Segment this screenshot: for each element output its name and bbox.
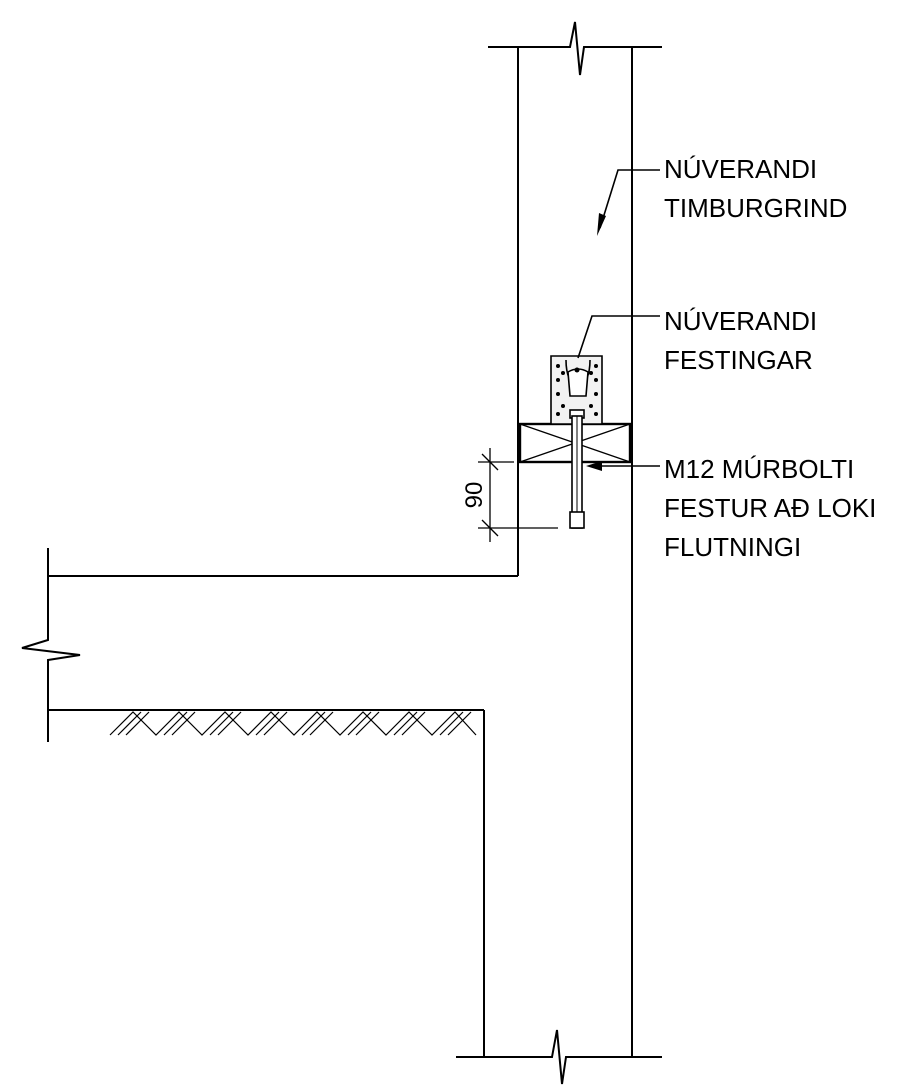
- wall-outline: [21, 21, 662, 1085]
- svg-text:NÚVERANDI: NÚVERANDI: [664, 306, 817, 336]
- svg-text:FESTUR AÐ LOKI: FESTUR AÐ LOKI: [664, 493, 876, 523]
- dimension-90: [478, 448, 558, 542]
- svg-text:FLUTNINGI: FLUTNINGI: [664, 532, 801, 562]
- left-break-line: [21, 548, 81, 742]
- anchor-bolt: [569, 409, 585, 529]
- dimension-value: 90: [461, 482, 488, 509]
- svg-text:NÚVERANDI: NÚVERANDI: [664, 154, 817, 184]
- svg-text:FESTINGAR: FESTINGAR: [664, 345, 813, 375]
- label-bolt: M12 MÚRBOLTI FESTUR AÐ LOKI FLUTNINGI: [664, 454, 876, 562]
- bottom-break-line: [456, 1029, 662, 1085]
- leader-fixings: [577, 315, 660, 359]
- top-break-line: [488, 21, 662, 76]
- arrow-bolt: [586, 461, 602, 471]
- leader-lines: [577, 169, 660, 467]
- angle-bracket: [550, 355, 603, 425]
- leader-arrowheads: [586, 213, 606, 471]
- label-timber-frame: NÚVERANDI TIMBURGRIND: [664, 154, 847, 223]
- label-fixings: NÚVERANDI FESTINGAR: [664, 306, 817, 375]
- earth-hatch: [109, 711, 477, 736]
- leader-timber-frame: [599, 169, 660, 229]
- svg-text:TIMBURGRIND: TIMBURGRIND: [664, 193, 847, 223]
- arrow-timber-frame: [597, 213, 606, 236]
- svg-text:M12 MÚRBOLTI: M12 MÚRBOLTI: [664, 454, 854, 484]
